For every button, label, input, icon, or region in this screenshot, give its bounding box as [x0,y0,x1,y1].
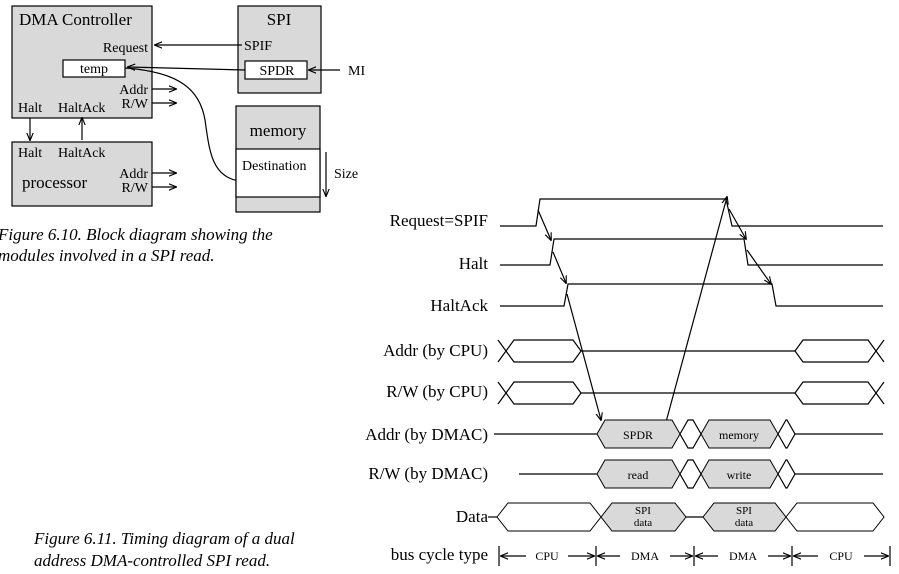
bus-cycle-signal-label: bus cycle type [391,545,488,564]
halt-to-haltack-release-arrow [746,249,771,284]
haltack-signal-label: HaltAck [430,296,488,315]
data-value-1-line1: SPI [635,505,651,517]
dma-halt-label: Halt [18,101,42,116]
dma-request-label: Request [103,41,148,56]
request-waveform [500,198,883,227]
destination-label: Destination [242,159,307,174]
bus-cycle-4: CPU [829,549,853,563]
spdr-label: SPDR [259,64,295,79]
bus-cycle-1: CPU [535,549,559,563]
dma-controller-title: DMA Controller [19,10,132,29]
addr-cpu-waveform [497,339,885,363]
data-value-2-line2: data [735,517,753,529]
processor-addr-label: Addr [119,167,148,182]
rw-dmac-value-read: read [628,468,649,482]
processor-rw-label: R/W [122,181,149,196]
mi-label: MI [348,64,365,79]
rw-dmac-signal-label: R/W (by DMAC) [368,464,488,483]
spi-title: SPI [267,10,292,29]
data-value-1-line2: data [634,517,652,529]
bus-cycle-3: DMA [729,549,757,563]
request-signal-label: Request=SPIF [390,211,488,230]
haltack-waveform [500,283,883,307]
memory-title: memory [250,121,307,140]
rw-cpu-signal-label: R/W (by CPU) [386,382,488,401]
addr-dmac-waveform: SPDR memory [494,419,883,449]
request-to-halt-release-arrow [728,208,746,239]
spdr-read-clears-spif-arrow [665,197,727,423]
figure-6-10-caption-line1: Figure 6.10. Block diagram showing the [0,225,273,244]
spi-block: SPI SPIF SPDR [237,5,322,94]
memory-block: memory Destination [235,105,321,213]
haltack-to-dma-cycle-arrow [566,293,601,420]
addr-dmac-value-spdr: SPDR [623,428,653,442]
rw-cpu-waveform [497,381,885,405]
processor-haltack-label: HaltAck [58,146,105,161]
dma-controller-block: DMA Controller Request temp Addr R/W Hal… [11,5,153,119]
addr-cpu-signal-label: Addr (by CPU) [383,341,488,360]
figure-6-11-caption-line1: Figure 6.11. Timing diagram of a dual [33,529,295,548]
processor-title: processor [22,173,87,192]
rw-dmac-waveform: read write [519,459,883,489]
data-waveform: SPI data SPI data [488,502,885,532]
bus-cycle-2: DMA [631,549,659,563]
dma-rw-label: R/W [122,97,149,112]
temp-to-destination-arrow [124,67,250,182]
dma-haltack-label: HaltAck [58,101,105,116]
request-to-halt-arrow [537,209,551,240]
rw-dmac-value-write: write [727,468,752,482]
figure-6-10-caption-line2: modules involved in a SPI read. [0,246,215,265]
figure-6-11-caption-line2: address DMA-controlled SPI read. [34,551,270,570]
processor-block: Halt HaltAck processor Addr R/W [11,141,153,207]
spif-label: SPIF [244,39,272,54]
addr-dmac-value-memory: memory [719,428,759,442]
destination-region [235,148,321,198]
dma-addr-label: Addr [119,83,148,98]
data-value-2-line1: SPI [736,505,752,517]
halt-to-haltack-arrow [552,251,566,283]
data-signal-label: Data [456,507,489,526]
halt-signal-label: Halt [459,254,489,273]
temp-label: temp [80,62,108,77]
spdr-to-temp-arrow [128,67,246,70]
halt-waveform [500,238,883,266]
processor-halt-label: Halt [18,146,42,161]
size-label: Size [334,167,358,182]
bus-cycle-row: CPU DMA DMA CPU [498,546,891,566]
addr-dmac-signal-label: Addr (by DMAC) [365,425,488,444]
